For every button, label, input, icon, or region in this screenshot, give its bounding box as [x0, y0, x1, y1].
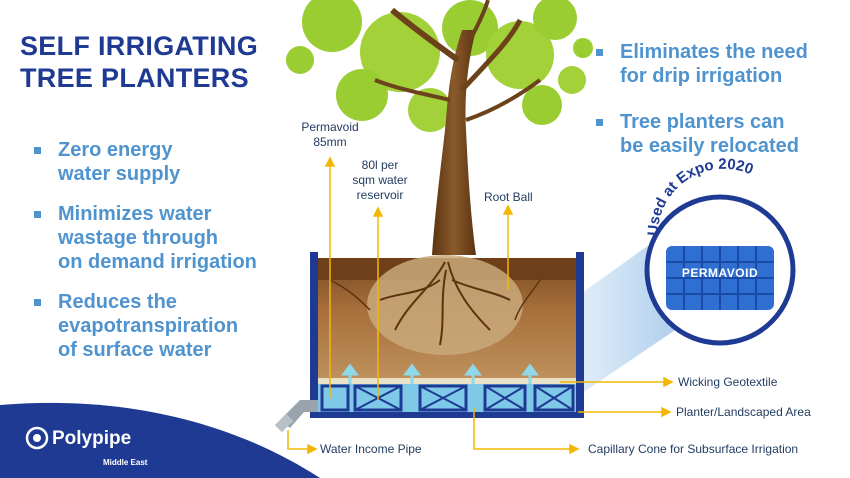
benefit-text: be easily relocated	[620, 135, 799, 157]
capillary-cone-label: Capillary Cone for Subsurface Irrigation	[588, 442, 799, 456]
benefit-item: Eliminates the need for drip irrigation	[594, 40, 844, 88]
benefit-text: for drip irrigation	[620, 65, 783, 87]
benefit-text: wastage through	[58, 227, 219, 249]
label-line: Permavoid	[301, 120, 359, 134]
label-line: reservoir	[356, 188, 404, 202]
logo-name: Polypipe	[52, 428, 132, 449]
badge-product-label: PERMAVOID	[681, 266, 759, 280]
bullet-square-icon	[34, 299, 41, 306]
benefit-text: Reduces the	[58, 291, 177, 313]
root-ball	[367, 255, 523, 355]
tree-foliage	[286, 0, 593, 132]
label-line: 85mm	[313, 135, 347, 149]
benefit-item: Minimizes water wastage through on deman…	[32, 202, 292, 274]
title-line-1: SELF IRRIGATING	[20, 31, 258, 61]
benefit-item: Zero energy water supply	[32, 138, 292, 186]
permavoid-badge	[644, 194, 796, 346]
tree-trunk	[374, 0, 542, 255]
bullet-square-icon	[596, 119, 603, 126]
benefit-text: on demand irrigation	[58, 251, 257, 273]
benefit-text: of surface water	[58, 339, 212, 361]
root-ball-label: Root Ball	[484, 190, 533, 204]
permavoid-layer	[318, 384, 576, 412]
benefit-text: water supply	[58, 163, 181, 185]
label-pointers	[287, 156, 674, 455]
benefit-item: Reduces the evapotranspiration of surfac…	[32, 290, 292, 362]
page-title: SELF IRRIGATING TREE PLANTERS	[20, 30, 320, 94]
benefit-text: Zero energy	[58, 139, 173, 161]
planter-area-label: Planter/Landscaped Area	[676, 405, 811, 419]
reservoir-label: 80l per sqm water reservoir	[350, 158, 410, 203]
benefit-text: Minimizes water	[58, 203, 212, 225]
benefit-text: Eliminates the need	[620, 41, 808, 63]
benefit-text: Tree planters can	[620, 111, 785, 133]
logo-subtitle: Middle East	[103, 458, 148, 467]
wicking-geotextile-label: Wicking Geotextile	[678, 375, 778, 389]
bullet-square-icon	[34, 147, 41, 154]
left-benefit-list: Zero energy water supply Minimizes water…	[32, 138, 292, 378]
bullet-square-icon	[596, 49, 603, 56]
label-line: sqm water	[352, 173, 408, 187]
wicking-arrows	[341, 363, 539, 384]
benefit-item: Tree planters can be easily relocated	[594, 110, 844, 158]
logo-swoosh	[0, 402, 320, 478]
water-inlet-pipe	[274, 400, 318, 433]
water-pipe-label: Water Income Pipe	[320, 442, 422, 456]
geotextile-layer	[318, 378, 576, 384]
right-benefit-list: Eliminates the need for drip irrigation …	[594, 40, 844, 174]
label-line: 80l per	[361, 158, 399, 172]
permavoid-depth-label: Permavoid 85mm	[298, 120, 362, 150]
benefit-text: evapotranspiration	[58, 315, 239, 337]
polypipe-logo-icon	[25, 426, 49, 450]
bullet-square-icon	[34, 211, 41, 218]
title-line-2: TREE PLANTERS	[20, 63, 249, 93]
